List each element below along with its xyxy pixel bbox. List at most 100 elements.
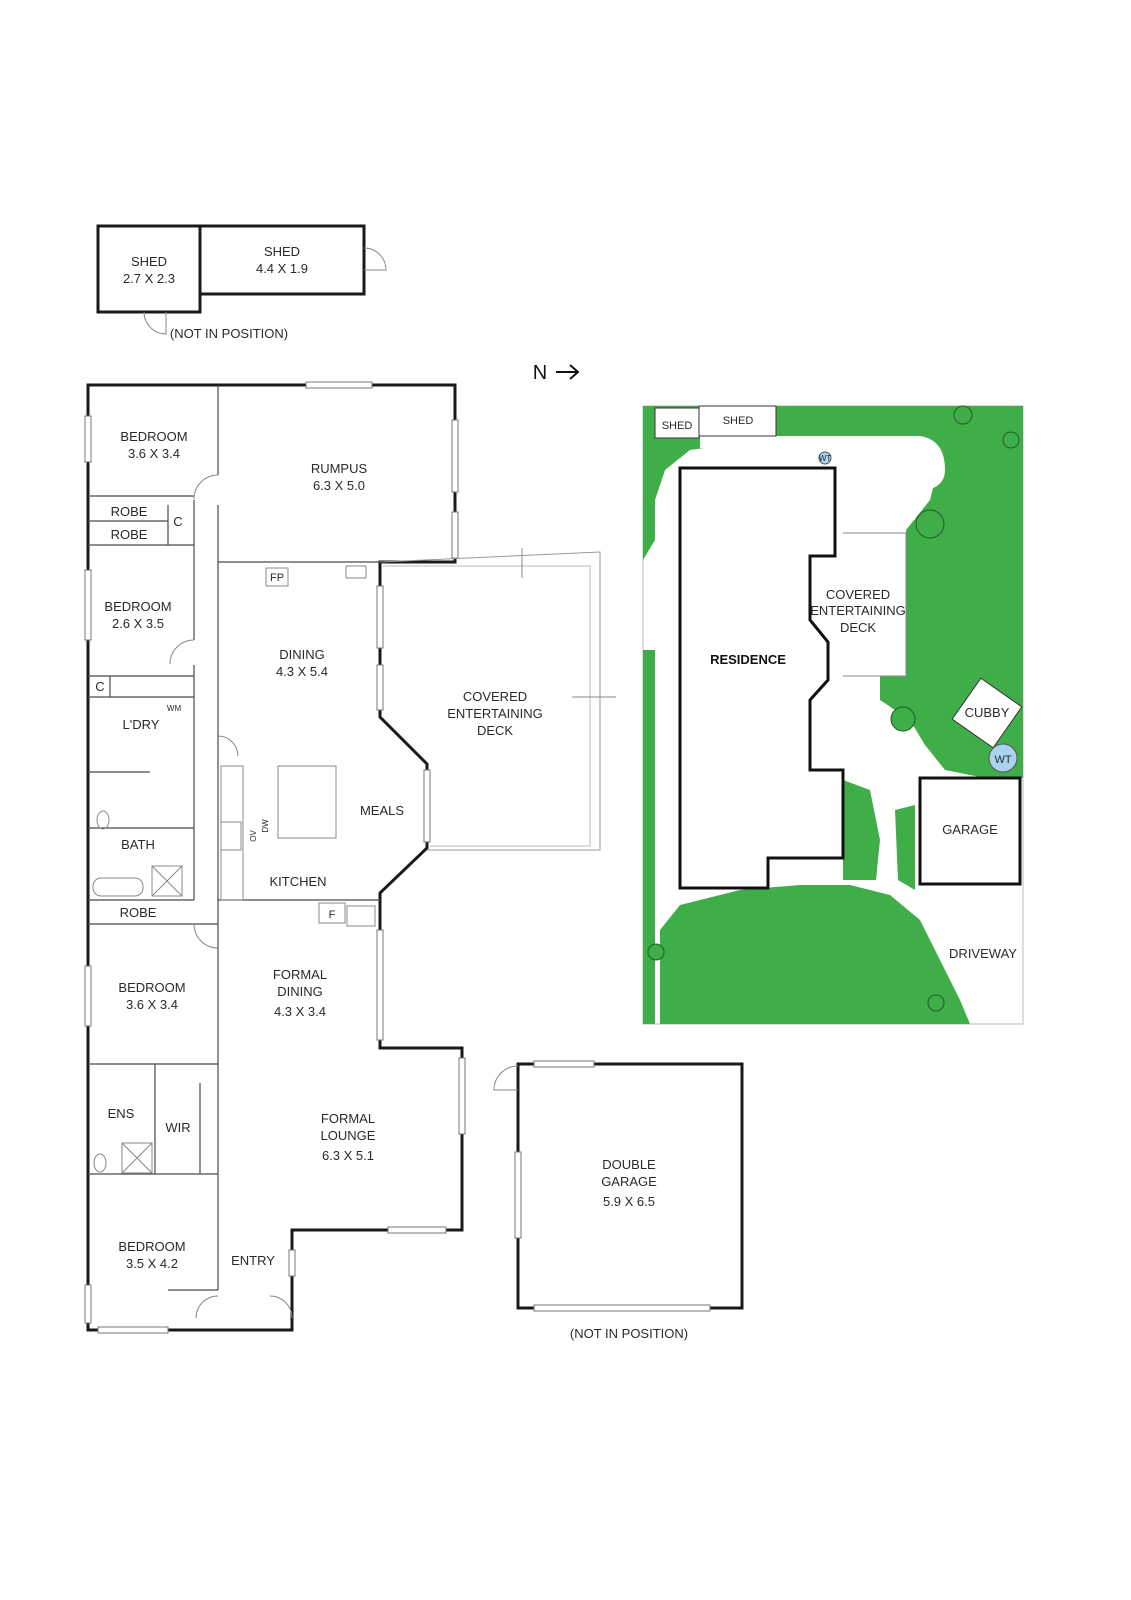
dw-label: DW <box>261 819 270 833</box>
ens-shower <box>121 1142 153 1174</box>
north-compass: N <box>533 362 580 384</box>
site-cubby <box>951 677 1023 749</box>
bath-shower-cross <box>151 865 183 897</box>
shed-a-name: SHED <box>131 254 167 269</box>
bedroom4-name: BEDROOM <box>118 1239 185 1254</box>
site-residence-label: RESIDENCE <box>710 652 786 667</box>
entry-door-2 <box>269 1295 293 1319</box>
deck-inner-outline <box>383 565 591 847</box>
rumpus-side-window <box>451 419 459 493</box>
house-exterior-wall <box>86 383 464 1332</box>
fireplace <box>265 567 289 587</box>
shed-a-dims: 2.7 X 2.3 <box>123 271 175 286</box>
shed-b-dims: 4.4 X 1.9 <box>256 261 308 276</box>
garage-window <box>533 1060 595 1068</box>
site-residence <box>678 466 845 890</box>
rumpus-name: RUMPUS <box>311 461 368 476</box>
fridge-label: F <box>329 909 336 921</box>
dining-window <box>376 585 384 649</box>
deck-line1: COVERED <box>463 689 527 704</box>
formal-dining-line1: FORMAL <box>273 967 327 982</box>
deck-line2: ENTERTAINING <box>447 706 543 721</box>
lounge-window <box>458 1057 466 1135</box>
shed-b-outline <box>198 224 366 296</box>
robe2-label: ROBE <box>111 527 148 542</box>
bedroom4-front-window <box>97 1326 169 1334</box>
site-wt-large-label: WT <box>994 754 1011 766</box>
entry-label: ENTRY <box>231 1253 275 1268</box>
site-wt-small-label: WT <box>819 454 832 463</box>
lounge-front-window <box>387 1226 447 1234</box>
tree-icon <box>1002 431 1020 449</box>
lawn-strip <box>843 780 880 880</box>
site-shed2-label: SHED <box>723 415 754 427</box>
ens-toilet <box>93 1153 107 1173</box>
kitchen-label: KITCHEN <box>269 874 326 889</box>
site-plan: SHED SHED WT RESIDENCE COVERED ENTERTAIN… <box>642 405 1024 1025</box>
bedroom2-name: BEDROOM <box>104 599 171 614</box>
tree-icon <box>953 405 973 425</box>
garage-entry-door <box>493 1065 519 1091</box>
entry-door <box>195 1295 219 1319</box>
wir-label: WIR <box>165 1120 190 1135</box>
site-water-tank-small <box>818 451 832 465</box>
site-shed1-label: SHED <box>662 420 693 432</box>
garden-path-2 <box>850 480 880 520</box>
garage-dims: 5.9 X 6.5 <box>603 1194 655 1209</box>
bedroom2-dims: 2.6 X 3.5 <box>112 616 164 631</box>
ens-shower-cross <box>121 1142 153 1174</box>
formal-dining-dims: 4.3 X 3.4 <box>274 1004 326 1019</box>
covered-deck: COVERED ENTERTAINING DECK <box>345 548 616 927</box>
bathtub <box>92 877 144 897</box>
dining-dims: 4.3 X 5.4 <box>276 664 328 679</box>
door <box>217 735 239 757</box>
site-water-tank-large <box>988 743 1018 773</box>
rumpus-side-window-2 <box>451 511 459 559</box>
site-shed-2 <box>698 405 777 437</box>
garage-not-in-position: (NOT IN POSITION) <box>570 1326 688 1341</box>
door <box>193 474 219 500</box>
cooktop <box>220 821 242 851</box>
bedroom1-name: BEDROOM <box>120 429 187 444</box>
sheds-not-in-position: (NOT IN POSITION) <box>170 326 288 341</box>
bedroom1-dims: 3.6 X 3.4 <box>128 446 180 461</box>
bedroom4-window <box>84 1284 92 1324</box>
deck-steps <box>345 565 367 579</box>
site-deck-line3: DECK <box>840 620 876 635</box>
entry-side-window <box>288 1249 296 1277</box>
garden-path <box>700 436 945 520</box>
site-shed-1 <box>654 407 700 439</box>
formal-dining-line2: DINING <box>277 984 323 999</box>
north-label: N <box>533 362 547 384</box>
site-deck-line1: COVERED <box>826 587 890 602</box>
tree-icon <box>915 509 945 539</box>
lawn-strip-2 <box>895 805 915 890</box>
bath-shower <box>151 865 183 897</box>
robe3-label: ROBE <box>120 905 157 920</box>
wm-label: WM <box>167 704 182 713</box>
sheds-group: SHED 2.7 X 2.3 SHED 4.4 X 1.9 (NOT IN PO… <box>96 224 387 341</box>
deck-steps-2 <box>346 905 376 927</box>
formal-dining-window <box>376 929 384 1041</box>
lawn-south <box>660 885 970 1024</box>
north-arrow-icon <box>556 364 580 380</box>
site-deck-line2: ENTERTAINING <box>810 603 906 618</box>
house-plan: BEDROOM 3.6 X 3.4 ROBE ROBE C BEDROOM 2.… <box>84 381 466 1334</box>
site-deck <box>843 532 907 677</box>
bedroom2-window <box>84 569 92 641</box>
meals-window <box>376 664 384 711</box>
deck-line3: DECK <box>477 723 513 738</box>
meals-bay-window <box>423 769 431 843</box>
shed-b-door <box>363 247 387 271</box>
bedroom4-dims: 3.5 X 4.2 <box>126 1256 178 1271</box>
tree-icon <box>647 943 665 961</box>
formal-lounge-line1: FORMAL <box>321 1111 375 1126</box>
garage-line1: DOUBLE <box>602 1157 656 1172</box>
ens-label: ENS <box>108 1106 135 1121</box>
ov-label: OV <box>249 830 258 842</box>
tree-icon <box>890 706 916 732</box>
door <box>169 639 195 665</box>
tree-icon <box>927 994 945 1012</box>
shed-b-name: SHED <box>264 244 300 259</box>
